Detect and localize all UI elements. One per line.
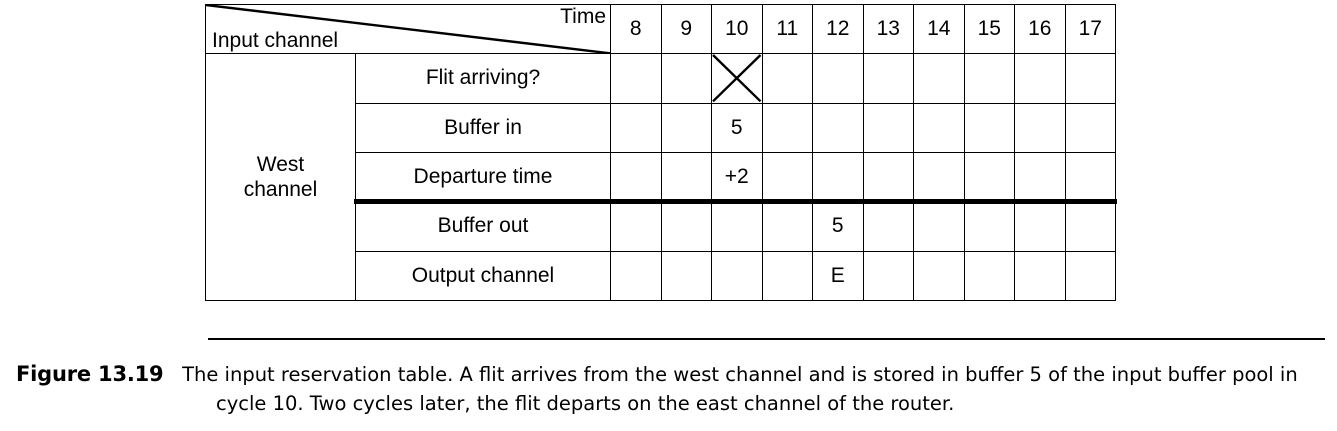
- cell-flit-arriving-12: [812, 53, 864, 104]
- cell-buffer-in-14: [913, 102, 965, 153]
- cell-buffer-in-10: 5: [711, 102, 763, 153]
- figure-caption-text: The input reservation table. A flit arri…: [182, 363, 1298, 415]
- row-label-output-channel: Output channel: [355, 250, 611, 302]
- cell-flit-arriving-14: [913, 53, 965, 104]
- table-row: West channel Flit arriving?: [205, 53, 1116, 301]
- cell-departure-time-12: [811, 151, 865, 206]
- row-label-departure-time: Departure time: [354, 151, 613, 206]
- time-header-8: 8: [610, 3, 662, 55]
- table-row: Buffer in 5: [206, 102, 1116, 153]
- cell-output-channel-8: [610, 250, 662, 302]
- time-header-9: 9: [660, 3, 712, 55]
- cell-buffer-in-11: [761, 102, 813, 153]
- cell-departure-time-9: [660, 151, 713, 206]
- input-reservation-table: Time Input channel 8 9 10 11 12 13 14 15…: [205, 3, 1117, 302]
- time-header-15: 15: [963, 3, 1015, 55]
- cell-buffer-in-13: [862, 102, 914, 153]
- figure-number-label: Figure 13.19: [16, 362, 164, 386]
- table-header-row: Time Input channel 8 9 10 11 12 13 14 15…: [205, 3, 1116, 55]
- cell-output-channel-13: [862, 250, 914, 302]
- cell-output-channel-15: [963, 250, 1015, 302]
- table-row: Buffer out 5: [206, 201, 1116, 252]
- cell-buffer-in-8: [610, 102, 662, 153]
- cell-departure-time-8: [609, 151, 663, 206]
- cell-buffer-out-10: [711, 201, 763, 252]
- cross-mark-icon: [712, 54, 762, 102]
- cell-flit-arriving-8: [610, 53, 662, 104]
- cell-buffer-in-17: [1064, 102, 1116, 153]
- corner-header-cell: Time Input channel: [205, 3, 611, 55]
- cell-buffer-out-8: [610, 201, 662, 252]
- cell-departure-time-16: [1013, 151, 1067, 206]
- cell-flit-arriving-13: [862, 53, 914, 104]
- cell-flit-arriving-9: [660, 53, 712, 104]
- time-axis-label: Time: [560, 5, 606, 28]
- cell-flit-arriving-11: [761, 53, 813, 104]
- cell-departure-time-11: [761, 151, 814, 206]
- cell-departure-time-14: [912, 151, 966, 206]
- cell-output-channel-12: E: [812, 250, 864, 302]
- channel-group-label: West channel: [205, 53, 356, 301]
- input-channel-axis-label: Input channel: [212, 29, 339, 53]
- cell-departure-time-13: [862, 151, 915, 206]
- time-header-13: 13: [862, 3, 914, 55]
- cell-departure-time-15: [963, 151, 1016, 206]
- cell-buffer-out-16: [1014, 201, 1066, 252]
- time-header-12: 12: [812, 3, 864, 55]
- cell-flit-arriving-10: [711, 53, 763, 104]
- row-label-buffer-in: Buffer in: [355, 102, 611, 153]
- time-header-17: 17: [1064, 3, 1116, 55]
- cell-flit-arriving-16: [1014, 53, 1066, 104]
- cell-flit-arriving-15: [963, 53, 1015, 104]
- table-row: Output channel E: [206, 250, 1116, 302]
- cell-output-channel-9: [660, 250, 712, 302]
- cell-output-channel-16: [1014, 250, 1066, 302]
- cell-buffer-out-14: [913, 201, 965, 252]
- cell-output-channel-10: [711, 250, 763, 302]
- cell-departure-time-10: +2: [710, 151, 764, 206]
- cell-buffer-in-15: [963, 102, 1015, 153]
- caption-divider-rule: [208, 338, 1325, 340]
- row-label-buffer-out: Buffer out: [355, 201, 611, 252]
- cell-buffer-in-16: [1014, 102, 1066, 153]
- cell-buffer-out-12: 5: [812, 201, 864, 252]
- cell-departure-time-17: [1064, 151, 1117, 206]
- row-label-flit-arriving: Flit arriving?: [355, 53, 611, 104]
- cell-buffer-in-12: [812, 102, 864, 153]
- figure-caption: Figure 13.19 The input reservation table…: [8, 360, 1330, 418]
- cell-buffer-out-9: [660, 201, 712, 252]
- time-header-10: 10: [711, 3, 763, 55]
- time-header-14: 14: [913, 3, 965, 55]
- cell-output-channel-17: [1064, 250, 1116, 302]
- cell-output-channel-11: [761, 250, 813, 302]
- time-header-11: 11: [761, 3, 813, 55]
- cell-buffer-out-13: [862, 201, 914, 252]
- cell-output-channel-14: [913, 250, 965, 302]
- cell-buffer-out-17: [1064, 201, 1116, 252]
- cell-buffer-out-11: [761, 201, 813, 252]
- time-header-16: 16: [1014, 3, 1066, 55]
- channel-group-line-2: channel: [243, 178, 318, 202]
- cell-buffer-in-9: [660, 102, 712, 153]
- channel-group-line-1: West: [256, 153, 305, 177]
- table-row: Departure time +2: [206, 151, 1117, 206]
- cell-flit-arriving-17: [1064, 53, 1116, 104]
- cell-buffer-out-15: [963, 201, 1015, 252]
